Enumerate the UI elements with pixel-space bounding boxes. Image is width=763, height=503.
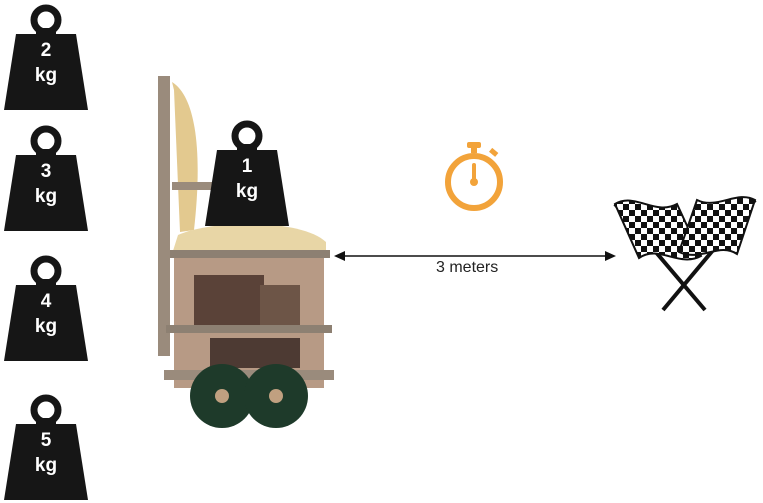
weight-unit: kg <box>34 316 58 337</box>
weight-icon <box>4 255 88 361</box>
robot-chair-photo <box>150 70 340 430</box>
weight-2kg: 2 kg <box>2 2 90 112</box>
weight-3kg: 3 kg <box>2 123 90 233</box>
double-arrow <box>334 251 616 261</box>
stopwatch-icon <box>445 142 503 211</box>
weight-value: 1 <box>241 156 253 177</box>
checkered-flags-icon <box>613 196 757 312</box>
weight-value: 4 <box>40 291 52 312</box>
weight-icon <box>4 394 88 500</box>
weight-unit: kg <box>235 181 259 202</box>
weight-value: 5 <box>40 430 52 451</box>
weight-value: 2 <box>40 40 52 61</box>
weight-unit: kg <box>34 186 58 207</box>
weight-5kg: 5 kg <box>2 392 90 502</box>
weight-1kg: 1 kg <box>203 118 291 228</box>
weight-icon <box>4 125 88 231</box>
weight-value: 3 <box>40 161 52 182</box>
weight-icon <box>4 4 88 110</box>
distance-label: 3 meters <box>436 259 499 276</box>
weight-unit: kg <box>34 65 58 86</box>
weight-unit: kg <box>34 455 58 476</box>
weight-icon <box>205 120 289 226</box>
weight-4kg: 4 kg <box>2 253 90 363</box>
